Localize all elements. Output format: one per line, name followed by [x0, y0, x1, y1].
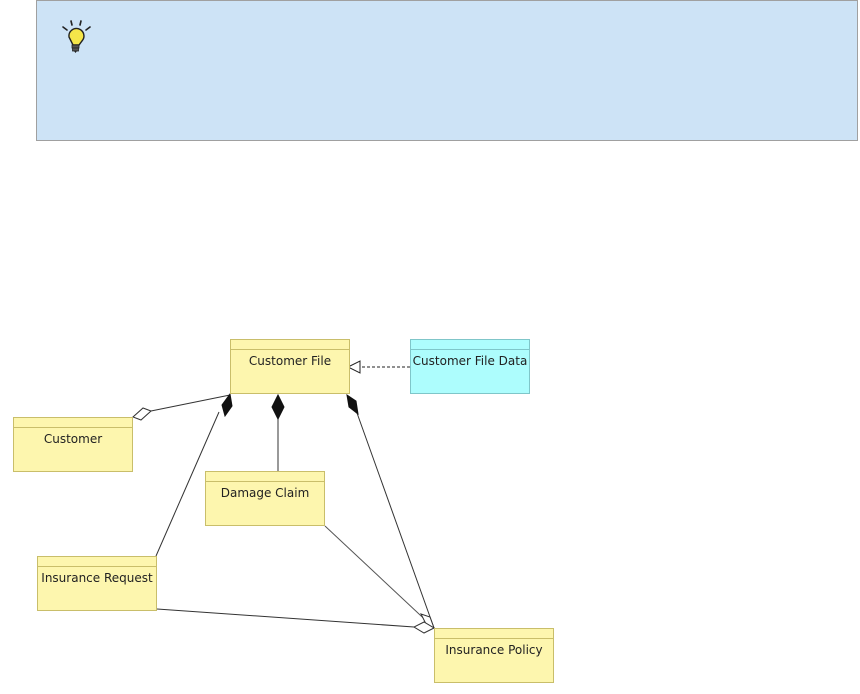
class-header: [38, 557, 156, 567]
class-name: Insurance Policy: [445, 643, 543, 657]
class-name: Customer File Data: [412, 354, 528, 368]
composition-insurance-policy-connector: [346, 393, 435, 629]
class-header: [411, 340, 529, 350]
class-insurance-request[interactable]: Insurance Request: [37, 556, 157, 611]
lightbulb-icon: [62, 20, 91, 53]
composition-insurance-request-connector: [155, 392, 233, 557]
class-customer-file-data[interactable]: Customer File Data: [410, 339, 530, 394]
class-header: [206, 472, 324, 482]
class-header: [14, 418, 132, 428]
class-name: Damage Claim: [220, 486, 310, 500]
aggregation-insurance-request-connector: [156, 608, 436, 634]
hint-note-panel: [36, 0, 858, 141]
class-name: Customer File: [248, 354, 332, 368]
class-header: [231, 340, 349, 350]
association-connector: [324, 525, 435, 630]
class-customer-file[interactable]: Customer File: [230, 339, 350, 394]
class-damage-claim[interactable]: Damage Claim: [205, 471, 325, 526]
composition-damage-claim-connector: [271, 393, 285, 471]
realization-connector: [346, 360, 410, 374]
class-header: [435, 629, 553, 639]
class-insurance-policy[interactable]: Insurance Policy: [434, 628, 554, 683]
aggregation-customer-connector: [132, 394, 231, 421]
class-name: Insurance Request: [41, 571, 153, 585]
class-name: Customer: [43, 432, 103, 446]
class-customer[interactable]: Customer: [13, 417, 133, 472]
